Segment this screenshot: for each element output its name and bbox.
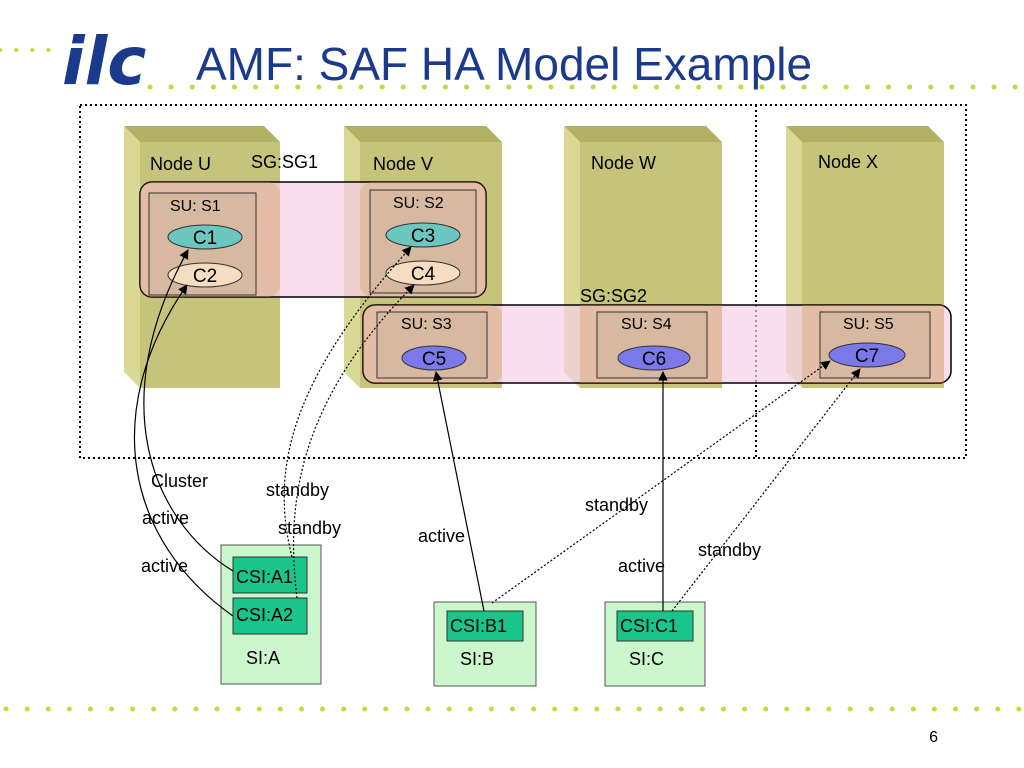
assignment-label-active-a2: active <box>141 556 188 576</box>
page-number: 6 <box>929 729 938 746</box>
csi-a2-box <box>232 597 308 635</box>
logo-text: ilc <box>62 23 146 100</box>
logo: ilc <box>62 23 146 100</box>
arrow-a2-c2 <box>133 284 234 617</box>
assignment-label-standby-b1: standby <box>585 495 648 515</box>
c4-label: C4 <box>411 264 436 285</box>
si-b-label: SI:B <box>460 649 494 669</box>
component-c3: C3 <box>385 222 461 248</box>
page-title: AMF: SAF HA Model Example <box>196 38 812 90</box>
su-s3-label: SU: S3 <box>401 316 452 333</box>
csi-a2-label: CSI:A2 <box>236 605 293 625</box>
service-instance-c: CSI:C1 SI:C <box>604 601 706 687</box>
c2-label: C2 <box>193 266 217 287</box>
arrow-a1-c3 <box>283 246 412 558</box>
c7-label: C7 <box>855 346 879 367</box>
assignment-label-active-b1: active <box>418 526 465 546</box>
node-x-label: Node X <box>818 152 878 172</box>
si-c-label: SI:C <box>629 649 664 669</box>
arrow-c1-c7 <box>671 368 861 612</box>
cluster-label: Cluster <box>151 471 208 491</box>
node-u-label: Node U <box>150 154 211 174</box>
c1-label: C1 <box>193 228 217 249</box>
component-c1: C1 <box>167 224 243 250</box>
service-instance-a: CSI:A1 CSI:A2 SI:A <box>220 544 322 685</box>
assignment-label-standby-c1: standby <box>698 540 761 560</box>
service-unit-s3: SU: S3 <box>376 311 488 379</box>
csi-c1-box <box>616 610 694 642</box>
header-dots <box>0 48 1023 90</box>
su-s2-label: SU: S2 <box>393 195 444 212</box>
arrow-a1-c1 <box>143 249 234 572</box>
csi-c1-label: CSI:C1 <box>620 616 678 636</box>
cluster-boundary <box>79 104 967 459</box>
c5-label: C5 <box>422 349 446 370</box>
component-c4: C4 <box>385 260 461 286</box>
component-c7: C7 <box>828 342 906 368</box>
su-s1-label: SU: S1 <box>170 198 221 215</box>
csi-b1-box <box>446 610 524 642</box>
assignment-label-active-c1: active <box>618 556 665 576</box>
sg1-label: SG:SG1 <box>251 152 318 172</box>
c6-label: C6 <box>642 349 666 370</box>
arrow-b1-c5 <box>432 371 485 612</box>
assignment-label-standby-a1: standby <box>266 480 329 500</box>
sg2-label: SG:SG2 <box>580 286 647 306</box>
su-s4-label: SU: S4 <box>621 316 672 333</box>
assignment-arrows <box>133 246 861 617</box>
csi-a1-box <box>232 556 308 594</box>
service-unit-s4: SU: S4 <box>596 311 708 379</box>
node-v-label: Node V <box>373 154 433 174</box>
c3-label: C3 <box>411 226 435 247</box>
component-c2: C2 <box>167 262 243 288</box>
csi-b1-label: CSI:B1 <box>450 616 507 636</box>
su-s5-label: SU: S5 <box>843 316 894 333</box>
component-c5: C5 <box>401 345 467 371</box>
service-instance-b: CSI:B1 SI:B <box>433 601 537 687</box>
node-w-label: Node W <box>591 153 656 173</box>
assignment-label-standby-a2: standby <box>278 518 341 538</box>
arrow-b1-c7 <box>491 360 831 604</box>
csi-a1-label: CSI:A1 <box>236 567 293 587</box>
component-c6: C6 <box>617 345 691 371</box>
si-a-label: SI:A <box>246 648 280 668</box>
assignment-label-active-a1: active <box>142 508 189 528</box>
